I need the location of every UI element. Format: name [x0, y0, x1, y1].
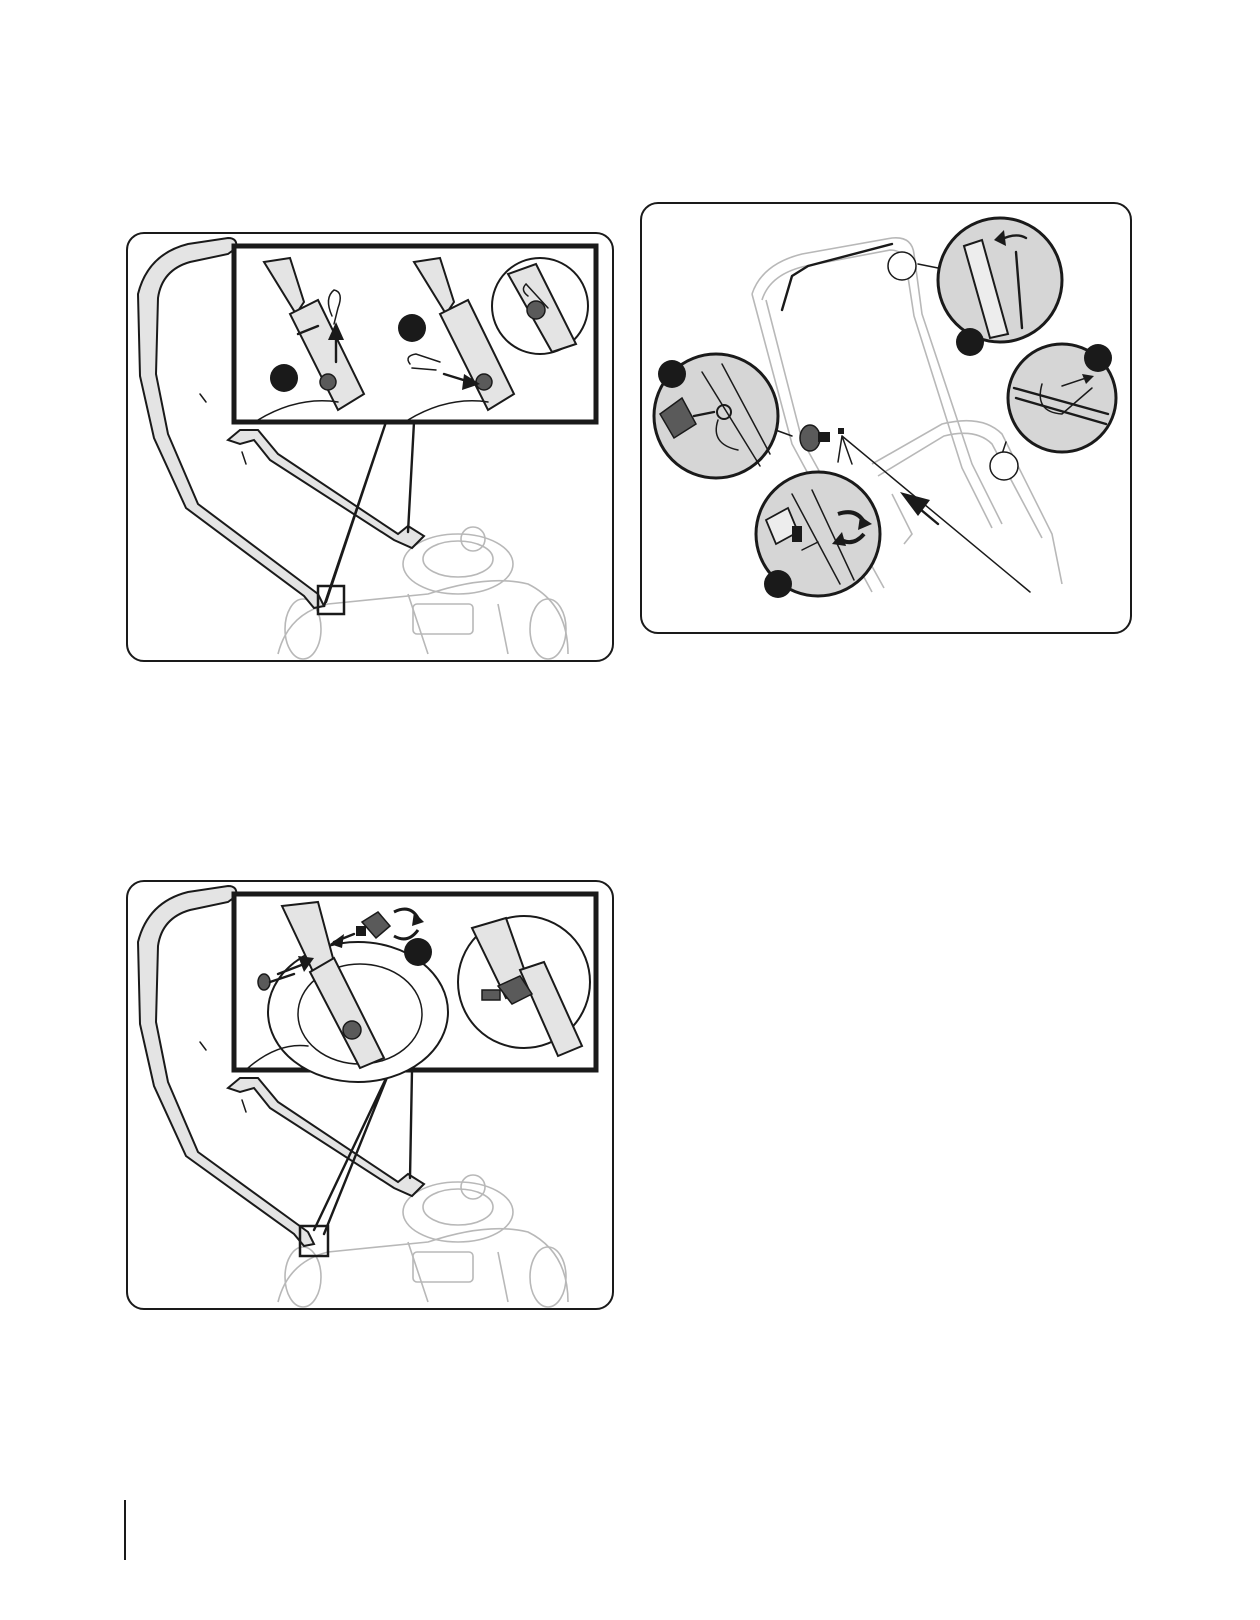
page-margin-rule: [124, 1500, 126, 1560]
mower-body-ghost: [278, 1175, 568, 1307]
detail-inset: [234, 246, 596, 422]
step-badge-1: [404, 938, 432, 966]
knob-icon: [800, 425, 830, 451]
figure-a-illustration: [128, 234, 612, 660]
clevis-pin-icon: [838, 428, 844, 434]
figure-c-handle-knob: [126, 880, 614, 1310]
figure-c-illustration: [128, 882, 612, 1308]
step-badge-3: [956, 328, 984, 356]
step-badge-2: [764, 570, 792, 598]
cable-clip-callout: [938, 218, 1062, 356]
step-badge-4: [1084, 344, 1112, 372]
knob-tighten-callout: [756, 472, 880, 598]
detail-inset: [234, 894, 596, 1082]
figure-b-cable-routing: [640, 202, 1132, 634]
figure-b-illustration: [642, 204, 1130, 632]
step-badge-1: [658, 360, 686, 388]
step-badge-1: [270, 364, 298, 392]
cable-tie-callout: [1008, 344, 1116, 452]
pin-head: [320, 374, 336, 390]
knob-cable-callout: [654, 354, 778, 478]
figure-a-handle-pin-clip: [126, 232, 614, 662]
mower-body-ghost: [278, 527, 568, 659]
step-badge-2: [398, 314, 426, 342]
